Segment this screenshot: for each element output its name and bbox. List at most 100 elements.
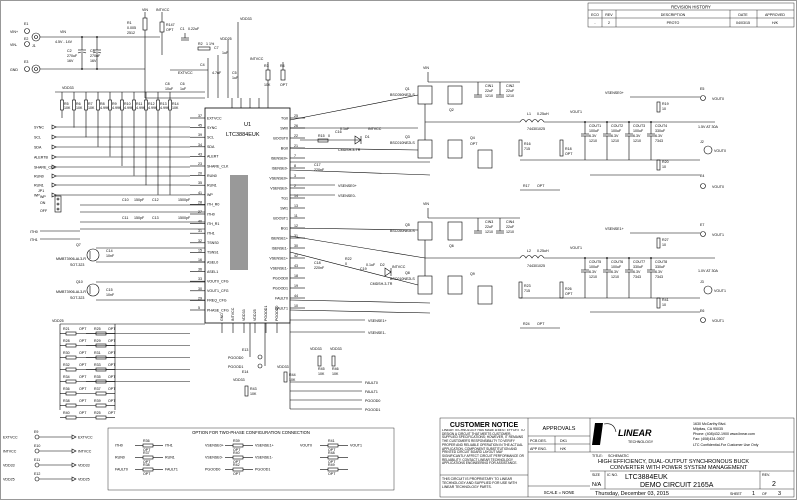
d1-part: CMDSH-3-TR — [338, 148, 361, 152]
net-arrow-icon — [51, 124, 57, 130]
two-phase-option-box: OPTION FOR TWO-PHASE CONFIGURATION CONNE… — [107, 427, 395, 491]
cout-package: 1210 — [611, 275, 619, 279]
cfg-res-ref: R28 — [63, 339, 70, 343]
c5-ref: C5 — [232, 71, 237, 75]
cfg-resistor — [95, 415, 107, 420]
ic-pin-label: VDD33 — [242, 309, 246, 321]
option-net-b: VOUT1 — [350, 444, 362, 448]
net-label: ALERTB — [34, 155, 49, 159]
l1-value: 0.25uH — [537, 112, 549, 116]
rev-value: 2 — [772, 481, 776, 488]
title-label: TITLE: — [592, 454, 603, 458]
net-label: RUN1 — [34, 183, 44, 187]
cfg-res-value: OPT — [108, 399, 116, 403]
terminal-e2 — [24, 41, 30, 47]
ic-pin-label: SYNC — [207, 126, 217, 130]
ic-pin-label: ISENSE0- — [272, 166, 289, 170]
c4-value: 4.7uF — [212, 71, 222, 75]
ic-no-value: LTC3884EUK — [625, 474, 668, 481]
ic-pin-label: ITH_R1 — [207, 222, 219, 226]
test-point-label: VDD33 — [3, 464, 15, 468]
test-point-icon — [34, 476, 40, 482]
vdd33-bottom-label: VDD33 — [233, 378, 245, 382]
ic-pin-number: 14 — [294, 194, 298, 198]
ic-u1: U1 LTC3884EUK EXTVCC37SYNC45SCL39SDA34AL… — [190, 98, 305, 333]
c2-voltage: 16V — [67, 59, 74, 63]
mosfet-q9-parallel — [477, 285, 493, 305]
c1-ref: C1 — [180, 27, 185, 31]
address-line-1: 1630 McCarthy Blvd. — [693, 422, 726, 426]
ic-pin-number: 35 — [198, 181, 202, 185]
c12-ref: C12 — [152, 198, 159, 202]
title-block: CUSTOMER NOTICE LINEAR TECHNOLOGY HAS MA… — [439, 417, 795, 498]
pgood0-term-label: PGOOD0 — [228, 356, 243, 360]
net-arrow-icon — [71, 476, 77, 482]
address-line-2: Milpitas, CA 95035 — [693, 427, 723, 431]
pullup-value: 10K — [64, 106, 71, 110]
cout-ref: COUT1 — [589, 124, 601, 128]
svg-text:LINEAR: LINEAR — [618, 428, 652, 438]
net-arrow-icon — [51, 173, 57, 179]
cfg-resistor — [95, 391, 107, 396]
rev-header-rev: REV — [605, 13, 613, 17]
cfg-res-ref: R33 — [94, 363, 101, 367]
j2-label: J2 — [700, 140, 704, 144]
c13-value: 1500pF — [178, 216, 191, 220]
option-net-a: RUN0 — [115, 456, 125, 460]
ic-pin-number: 37 — [198, 114, 202, 118]
ic-pin-number: 15 — [198, 248, 202, 252]
ch1-intvcc-label: INTVCC — [392, 265, 406, 269]
ic-pin-label: GND — [220, 313, 224, 321]
ic-pin-number: 44 — [294, 294, 298, 298]
cfg-resistor — [65, 343, 77, 348]
r41-ref: R41 — [662, 298, 669, 302]
ic-pin-label: BOOST0 — [273, 136, 288, 140]
r26-value: OPT — [565, 292, 573, 296]
net-arrow-icon — [71, 434, 77, 440]
terminal-e3 — [24, 66, 30, 72]
r1-package: 2512 — [127, 31, 135, 35]
jp1-off-label: OFF — [40, 209, 48, 213]
c16-value: 0.1uF — [340, 127, 350, 131]
ic-pin-number: 25 — [294, 114, 298, 118]
pullup-ref: R9 — [112, 102, 117, 106]
cfg-res-ref: R25 — [94, 411, 101, 415]
terminal-e14 — [257, 363, 263, 369]
linear-technology-logo: LINEAR TECHNOLOGY — [592, 423, 654, 445]
ic-pin-number: 5 — [198, 306, 200, 310]
net-arrow-icon — [51, 164, 57, 170]
r2-ref: R2 — [198, 42, 203, 46]
option-res-ref: R49 — [328, 463, 335, 467]
c3-value: 270uF — [90, 54, 101, 58]
option-res-value: OPT — [328, 448, 336, 452]
pullup-ref: R14 — [172, 102, 179, 106]
diode-d2 — [384, 267, 392, 277]
r15-ref: R15 — [318, 134, 325, 138]
r24-value: OPT — [537, 322, 545, 326]
e4-ref: E4 — [700, 174, 704, 178]
c7-ref: C7 — [214, 46, 219, 50]
r19-ref: R19 — [662, 102, 669, 106]
cfg-res-ref: R38 — [63, 399, 70, 403]
option-resistor — [327, 443, 339, 448]
sheet-number: 1 — [752, 491, 755, 497]
q4-opt: OPT — [470, 142, 478, 146]
ic-left-pins: EXTVCC37SYNC45SCL39SDA34ALERT43SHARE_CLK… — [190, 114, 229, 312]
cout-voltage: 6.3V — [611, 134, 619, 138]
ic-pin-number: 31 — [198, 229, 202, 233]
inductor-l1 — [519, 119, 545, 123]
cfg-res-value: OPT — [108, 387, 116, 391]
ic-pin-label: FAULT0 — [275, 296, 288, 300]
cout-package: 1210 — [611, 139, 619, 143]
test-point-ref: E11 — [34, 458, 40, 462]
c10-ref: C10 — [122, 198, 129, 202]
pullup-value: 10K — [172, 106, 179, 110]
c14-ref: C14 — [106, 249, 113, 253]
ic-pin-number: 13 — [294, 204, 298, 208]
ic-pin-number: 41 — [198, 191, 202, 195]
rev-header-date: DATE — [738, 13, 748, 17]
ic-pin-number: 30 — [294, 244, 298, 248]
pullup-value: 4.99K — [100, 106, 110, 110]
